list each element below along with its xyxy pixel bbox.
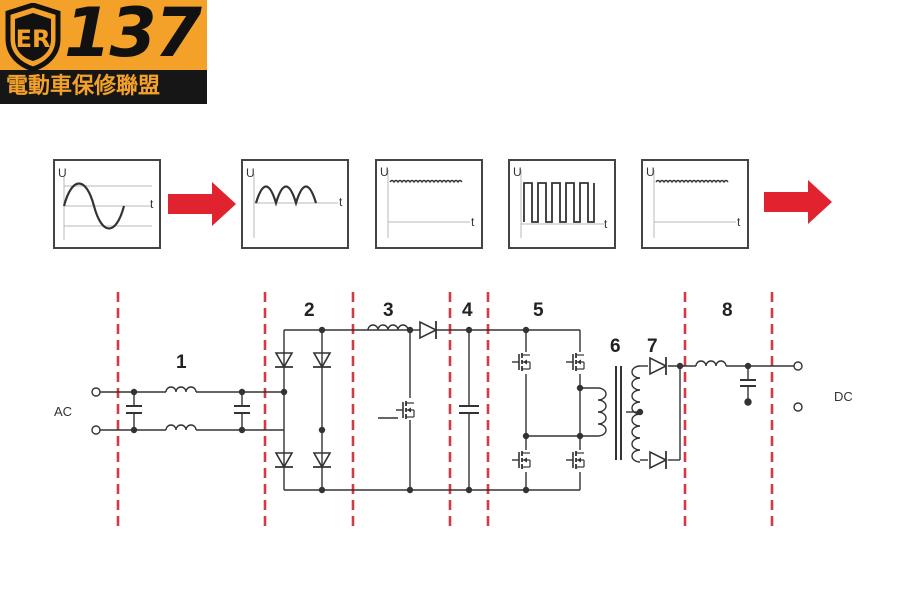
brand-logo: ER 137 電動車保修聯盟: [0, 0, 207, 104]
waveform-panel-square: U t: [508, 159, 616, 249]
arrow-right-icon: [168, 182, 236, 226]
panel2-y-label: U: [246, 166, 255, 180]
arrow-right-icon-output: [764, 180, 832, 224]
bridge-mosfet-3: [511, 450, 531, 470]
stage-number-5: 5: [533, 300, 544, 321]
full-bridge: [522, 326, 598, 494]
stage-number-2: 2: [304, 300, 315, 321]
dc-output-label: DC: [834, 389, 853, 404]
waveform-panel-sine: U t: [53, 159, 161, 249]
square-wave: [523, 182, 595, 223]
emi-filter: [91, 386, 284, 435]
waveform-panel-rectified: U t: [241, 159, 349, 249]
logo-subtitle: 電動車保修聯盟: [6, 74, 161, 99]
bridge-mosfet-4: [565, 450, 585, 470]
bridge-mosfet-2: [565, 352, 585, 372]
panel5-y-label: U: [646, 165, 655, 179]
bridge-mosfet-1: [511, 352, 531, 372]
stage-number-1: 1: [176, 352, 187, 373]
bulk-capacitor: [459, 326, 479, 494]
panel3-x-label: t: [471, 215, 475, 229]
panel4-y-label: U: [513, 165, 522, 179]
waveform-panel-smoothed: U t: [375, 159, 483, 249]
logo-monogram: ER: [16, 25, 51, 53]
dc-terminal-bottom: [793, 402, 803, 412]
ripple-wave: [389, 179, 463, 184]
output-ripple-wave: [655, 179, 729, 184]
logo-number: 137: [64, 0, 202, 73]
stage-number-8: 8: [722, 300, 733, 321]
panel3-y-label: U: [380, 165, 389, 179]
pfc-stage: [367, 324, 580, 494]
panel4-x-label: t: [604, 217, 608, 231]
panel1-x-label: t: [150, 197, 154, 211]
stage-number-6: 6: [610, 336, 621, 357]
waveform-panel-output: U t: [641, 159, 749, 249]
panel2-x-label: t: [339, 195, 343, 209]
output-diode-2: [649, 450, 667, 470]
ac-input-label: AC: [54, 404, 72, 419]
shield-icon: ER: [5, 3, 61, 71]
ac-terminal-bottom: [91, 425, 101, 435]
sine-wave: [62, 182, 126, 230]
ac-terminal-top: [91, 387, 101, 397]
logo-band: [0, 70, 207, 104]
panel1-y-label: U: [58, 166, 67, 180]
output-diode-1: [649, 356, 667, 376]
output-rectifier: [668, 362, 696, 461]
stage-number-4: 4: [462, 300, 473, 321]
transformer: [597, 365, 648, 463]
pfc-mosfet: [395, 400, 415, 420]
dc-terminal-top: [793, 361, 803, 371]
output-filter: [695, 360, 803, 412]
stage-number-7: 7: [647, 336, 658, 357]
stage-number-3: 3: [383, 300, 394, 321]
stage-dividers: [116, 292, 774, 528]
bridge-rectifier: [280, 326, 410, 494]
panel5-x-label: t: [737, 215, 741, 229]
rectified-wave: [254, 185, 318, 207]
pfc-diode: [419, 320, 437, 340]
